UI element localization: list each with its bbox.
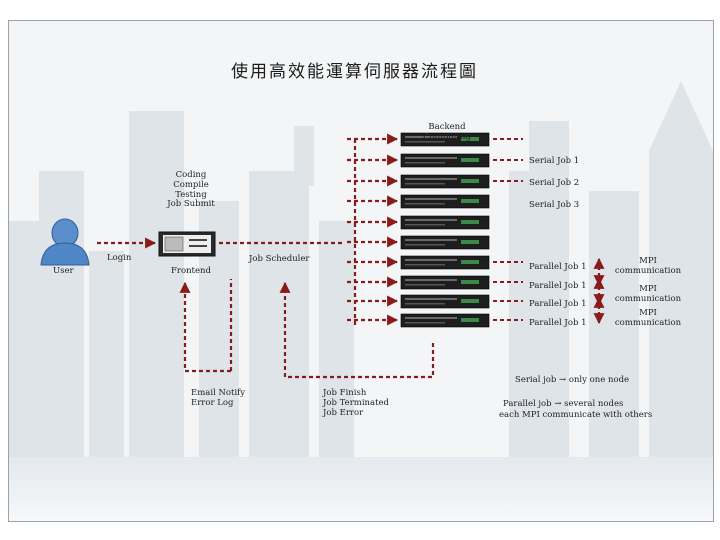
rack-server-icon <box>400 174 490 189</box>
frontend-task: Compile <box>173 179 209 190</box>
mpi-label-line: communication <box>614 293 682 304</box>
job-status-arrow <box>279 281 435 379</box>
job-status-item: Job Terminated <box>323 397 389 408</box>
diagram-canvas <box>9 81 713 457</box>
mpi-label: MPI communication <box>613 284 683 305</box>
parallel-job-label: Parallel Job 1 <box>529 299 587 309</box>
parallel-legend-note: Parallel job → several nodes <box>503 399 624 409</box>
bottom-band <box>9 457 713 521</box>
mpi-label: MPI communication <box>613 308 683 329</box>
rack-server-icon <box>400 294 490 309</box>
frontend-task: Job Submit <box>167 199 215 210</box>
parallel-job-label: Parallel Job 1 <box>529 318 587 328</box>
slide-frame: 使用高效能運算伺服器流程圖 Backend Computing Coding C… <box>8 20 714 522</box>
email-notes: Email Notify Error Log <box>191 388 246 409</box>
backend-label-line: Computing <box>423 131 471 142</box>
email-note: Error Log <box>191 397 234 408</box>
parallel-job-label: Parallel Job 1 <box>529 262 587 272</box>
rack-server-icon <box>400 255 490 270</box>
frontend-task: Testing <box>175 189 207 200</box>
user-icon <box>40 218 90 266</box>
rack-server-icon <box>400 132 490 147</box>
frontend-server-icon <box>158 231 216 257</box>
job-scheduler-label: Job Scheduler <box>249 254 310 264</box>
diagram-title: 使用高效能運算伺服器流程圖 <box>231 62 478 82</box>
serial-job-label: Serial Job 1 <box>529 156 580 166</box>
mpi-label-line: communication <box>614 317 682 328</box>
mpi-label-line: MPI <box>639 256 657 266</box>
login-label: Login <box>107 253 132 263</box>
parallel-detail-note: each MPI communicate with others <box>499 410 653 420</box>
arrows-layer <box>97 133 605 379</box>
rack-server-icon <box>400 153 490 168</box>
rack-server-icon <box>400 275 490 290</box>
mpi-label-line: MPI <box>639 308 657 318</box>
frontend-label: Frontend <box>171 266 211 276</box>
job-status-item: Job Error <box>323 407 364 418</box>
job-status-item: Job Finish <box>323 388 367 398</box>
rack-server-icon <box>400 235 490 250</box>
backend-rack <box>400 132 490 328</box>
backend-label-line: Backend <box>428 122 466 132</box>
job-status-list: Job Finish Job Terminated Job Error <box>323 388 389 418</box>
backend-label: Backend Computing <box>417 122 477 143</box>
rack-server-icon <box>400 215 490 230</box>
mpi-label: MPI communication <box>613 256 683 277</box>
parallel-job-label: Parallel Job 1 <box>529 281 587 291</box>
rack-server-icon <box>400 313 490 328</box>
serial-job-label: Serial Job 3 <box>529 200 580 210</box>
frontend-task-list: Coding Compile Testing Job Submit <box>159 170 223 210</box>
email-notify-arrow <box>179 281 231 373</box>
email-note: Email Notify <box>191 388 246 398</box>
frontend-task: Coding <box>175 170 207 180</box>
serial-legend-note: Serial job → only one node <box>515 375 630 385</box>
mpi-label-line: MPI <box>639 284 657 294</box>
serial-job-label: Serial Job 2 <box>529 178 580 188</box>
user-label: User <box>53 266 74 276</box>
rack-server-icon <box>400 194 490 209</box>
mpi-label-line: communication <box>614 265 682 276</box>
